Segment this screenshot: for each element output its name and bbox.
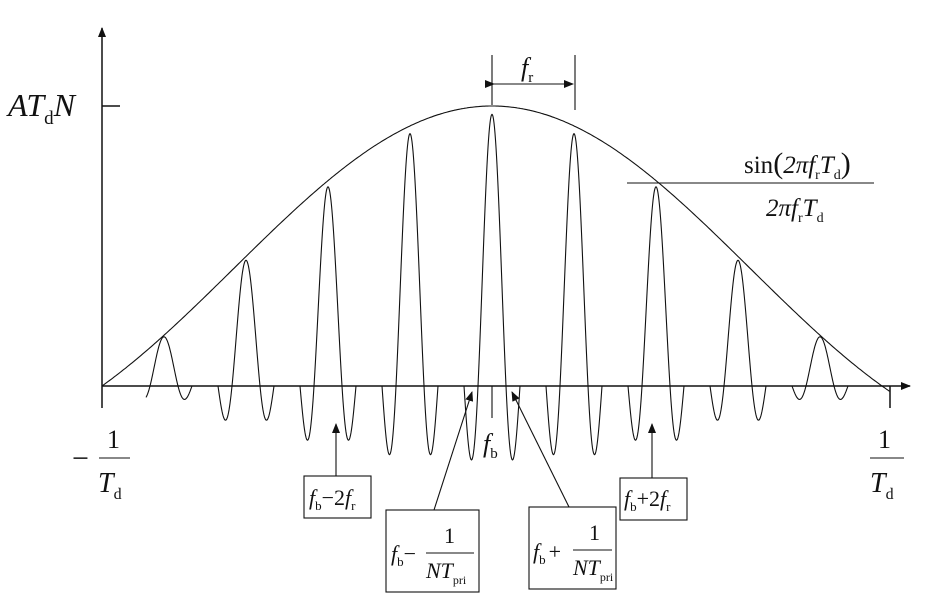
fb-label: fb <box>483 429 498 462</box>
svg-text:NTpri: NTpri <box>572 555 614 584</box>
x-left-label: − 1 Td <box>72 425 130 503</box>
box-fb-plus-2fr: fb+2fr <box>619 477 688 521</box>
formula-denominator: 2πfrTd <box>766 195 824 226</box>
box-fb-minus-2fr: fb−2fr <box>303 475 372 519</box>
svg-text:Td: Td <box>870 468 894 503</box>
y-axis-label: ATdN <box>6 87 77 129</box>
box-fb-minus-1-ntpri: fb− 1 NTpri <box>385 509 480 593</box>
svg-text:1: 1 <box>107 425 120 454</box>
svg-text:1: 1 <box>589 520 600 545</box>
spectrum-signal-curve <box>145 113 850 461</box>
svg-text:NTpri: NTpri <box>425 558 467 587</box>
svg-text:1: 1 <box>444 523 455 548</box>
fr-label: fr <box>521 53 533 86</box>
sinc-envelope-curve <box>101 105 890 392</box>
formula-numerator: sin(2πfrTd) <box>744 147 851 183</box>
svg-text:1: 1 <box>878 425 891 454</box>
box-fb-plus-1-ntpri: fb+ 1 NTpri <box>528 506 617 590</box>
svg-text:fb+2fr: fb+2fr <box>624 486 671 514</box>
svg-text:fb−2fr: fb−2fr <box>309 485 356 513</box>
x-right-label: 1 Td <box>870 425 904 503</box>
arrow-fb-plus-1-ntpri <box>511 391 570 508</box>
svg-text:Td: Td <box>98 468 122 503</box>
svg-text:fb−: fb− <box>391 541 416 569</box>
svg-text:fb+: fb+ <box>533 539 561 567</box>
svg-text:−: − <box>72 442 89 475</box>
arrow-fb-minus-1-ntpri <box>433 391 474 511</box>
